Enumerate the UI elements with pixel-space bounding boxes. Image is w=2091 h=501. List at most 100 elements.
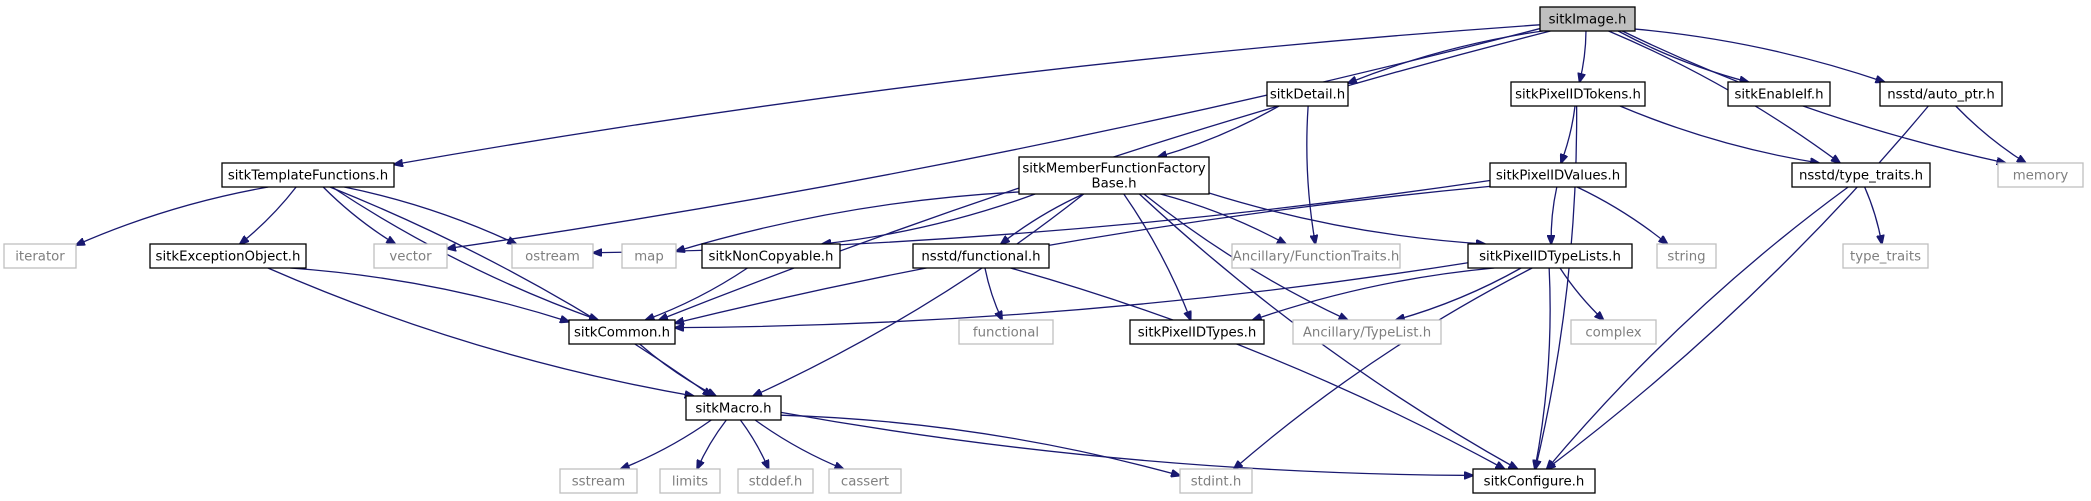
edge-sitkPixelIDValues-to-string: [1576, 186, 1667, 244]
node-label-sitkImage: sitkImage.h: [1549, 13, 1627, 28]
edge-sitkPixelIDTokens-to-sitkConfigure: [1535, 105, 1578, 469]
node-box-string: [1656, 243, 1717, 269]
node-box-sitkPixelIDTypeLists: [1467, 243, 1633, 269]
node-sitkCommon[interactable]: sitkCommon.h: [568, 319, 676, 345]
node-sitkExceptionObject[interactable]: sitkExceptionObject.h: [149, 243, 307, 269]
edge-nsstd_functional-to-sitkConfigure: [1010, 267, 1504, 469]
node-nsstd_functional[interactable]: nsstd/functional.h: [912, 243, 1050, 269]
edge-sitkExceptionObject-to-sitkCommon: [290, 267, 569, 322]
node-box-sitkTemplateFunctions: [221, 162, 395, 188]
node-box-sitkMemberFunctionFactoryBase: [1018, 156, 1210, 195]
node-sitkPixelIDTokens[interactable]: sitkPixelIDTokens.h: [1510, 81, 1646, 107]
node-box-vector: [373, 243, 448, 269]
node-sitkPixelIDValues[interactable]: sitkPixelIDValues.h: [1489, 162, 1627, 188]
node-label-string: string: [1667, 250, 1705, 265]
edge-sitkPixelIDTypeLists-to-ancillary_typelist: [1396, 267, 1522, 320]
edge-sitkTemplateFunctions-to-sitkExceptionObject: [240, 186, 297, 244]
edge-sitkImage-to-sitkDetail: [1348, 30, 1543, 83]
edge-sitkPixelIDValues-to-sitkPixelIDTypeLists: [1551, 186, 1558, 244]
node-label-sitkConfigure: sitkConfigure.h: [1484, 475, 1585, 490]
edge-sitkMacro-to-stdint: [780, 414, 1180, 475]
node-map: map: [621, 243, 677, 269]
edge-sitkImage-to-sitkTemplateFunctions: [394, 24, 1541, 165]
node-box-sitkConfigure: [1472, 468, 1596, 494]
node-label-sitkPixelIDTypes: sitkPixelIDTypes.h: [1138, 326, 1257, 341]
node-box-ancillary_functiontraits: [1231, 243, 1401, 269]
node-sitkPixelIDTypes[interactable]: sitkPixelIDTypes.h: [1129, 319, 1265, 345]
edge-sitkMacro-to-sitkConfigure: [780, 411, 1473, 475]
node-sitkConfigure[interactable]: sitkConfigure.h: [1472, 468, 1596, 494]
node-nsstd_type_traits[interactable]: nsstd/type_traits.h: [1791, 162, 1931, 188]
node-box-sitkEnableIf: [1727, 81, 1831, 107]
node-sitkEnableIf[interactable]: sitkEnableIf.h: [1727, 81, 1831, 107]
edge-sitkMacro-to-cassert: [754, 419, 843, 469]
node-sstream: sstream: [559, 468, 638, 494]
node-box-type_traits: [1842, 243, 1929, 269]
node-label-sitkTemplateFunctions: sitkTemplateFunctions.h: [228, 169, 388, 184]
node-sitkTemplateFunctions[interactable]: sitkTemplateFunctions.h: [221, 162, 395, 188]
edge-sitkMacro-to-limits: [697, 419, 727, 469]
edge-sitkPixelIDTypeLists-to-complex: [1559, 267, 1603, 320]
edge-sitkMemberFunctionFactoryBase-to-ancillary_functiontraits: [1160, 193, 1285, 244]
node-iterator: iterator: [3, 243, 77, 269]
edge-sitkMacro-to-stddef: [739, 419, 768, 469]
node-ancillary_functiontraits: Ancillary/FunctionTraits.h: [1231, 243, 1401, 269]
node-box-sitkPixelIDValues: [1489, 162, 1627, 188]
node-box-sitkPixelIDTypes: [1129, 319, 1265, 345]
node-label-memory: memory: [2013, 169, 2069, 184]
node-label-sitkPixelIDValues: sitkPixelIDValues.h: [1496, 169, 1620, 184]
edge-sitkMemberFunctionFactoryBase-to-sitkMacro: [753, 193, 1085, 396]
node-label-sitkPixelIDTokens: sitkPixelIDTokens.h: [1515, 88, 1641, 103]
node-sitkPixelIDTypeLists[interactable]: sitkPixelIDTypeLists.h: [1467, 243, 1633, 269]
node-label-stddef: stddef.h: [749, 475, 803, 490]
node-label-sitkDetail: sitkDetail.h: [1270, 88, 1345, 103]
node-label-stdint: stdint.h: [1191, 475, 1242, 490]
node-label-sitkNonCopyable: sitkNonCopyable.h: [709, 250, 834, 265]
node-box-stddef: [737, 468, 814, 494]
node-label-sitkMemberFunctionFactoryBase: sitkMemberFunctionFactory: [1022, 162, 1205, 177]
node-box-ancillary_typelist: [1292, 319, 1442, 345]
node-box-sitkImage: [1539, 6, 1636, 32]
node-sitkImage[interactable]: sitkImage.h: [1539, 6, 1636, 32]
node-label-functional: functional: [973, 326, 1039, 341]
node-box-memory: [1997, 162, 2084, 188]
node-box-map: [621, 243, 677, 269]
node-label-sstream: sstream: [572, 475, 626, 490]
node-box-nsstd_type_traits: [1791, 162, 1931, 188]
node-box-limits: [659, 468, 721, 494]
edge-sitkImage-to-nsstd_auto_ptr: [1634, 28, 1884, 82]
node-box-iterator: [3, 243, 77, 269]
edge-sitkPixelIDTokens-to-nsstd_type_traits: [1619, 105, 1819, 163]
node-label-sitkMemberFunctionFactoryBase-line2: Base.h: [1091, 177, 1136, 192]
node-sitkNonCopyable[interactable]: sitkNonCopyable.h: [701, 243, 841, 269]
node-label-limits: limits: [672, 475, 708, 490]
node-box-sitkPixelIDTokens: [1510, 81, 1646, 107]
edge-sitkTemplateFunctions-to-sitkCommon: [331, 186, 598, 320]
edge-sitkMacro-to-sstream: [621, 419, 712, 469]
edge-sitkPixelIDTypeLists-to-sitkConfigure: [1535, 267, 1551, 469]
node-label-cassert: cassert: [841, 475, 889, 490]
node-nsstd_auto_ptr[interactable]: nsstd/auto_ptr.h: [1879, 81, 2003, 107]
edge-sitkImage-to-sitkEnableIf: [1617, 30, 1748, 82]
edge-nsstd_auto_ptr-to-sitkConfigure: [1547, 105, 1929, 469]
node-string: string: [1656, 243, 1717, 269]
edge-sitkPixelIDTypeLists-to-sitkPixelIDTypes: [1253, 267, 1495, 320]
node-label-ancillary_typelist: Ancillary/TypeList.h: [1303, 326, 1431, 341]
node-label-sitkCommon: sitkCommon.h: [574, 326, 670, 341]
node-label-nsstd_auto_ptr: nsstd/auto_ptr.h: [1887, 88, 1995, 103]
node-label-complex: complex: [1585, 326, 1641, 341]
edge-sitkTemplateFunctions-to-ostream: [344, 186, 516, 244]
node-label-iterator: iterator: [15, 250, 65, 265]
node-memory: memory: [1997, 162, 2084, 188]
node-box-functional: [958, 319, 1054, 345]
node-complex: complex: [1570, 319, 1657, 345]
node-label-map: map: [634, 250, 664, 265]
edge-sitkPixelIDValues-to-sitkCommon: [675, 185, 1491, 323]
node-sitkDetail[interactable]: sitkDetail.h: [1266, 81, 1349, 107]
node-box-sstream: [559, 468, 638, 494]
edge-sitkMemberFunctionFactoryBase-to-map: [676, 191, 1020, 251]
node-box-complex: [1570, 319, 1657, 345]
edge-sitkTemplateFunctions-to-vector: [322, 186, 395, 244]
node-sitkMacro[interactable]: sitkMacro.h: [685, 395, 782, 421]
